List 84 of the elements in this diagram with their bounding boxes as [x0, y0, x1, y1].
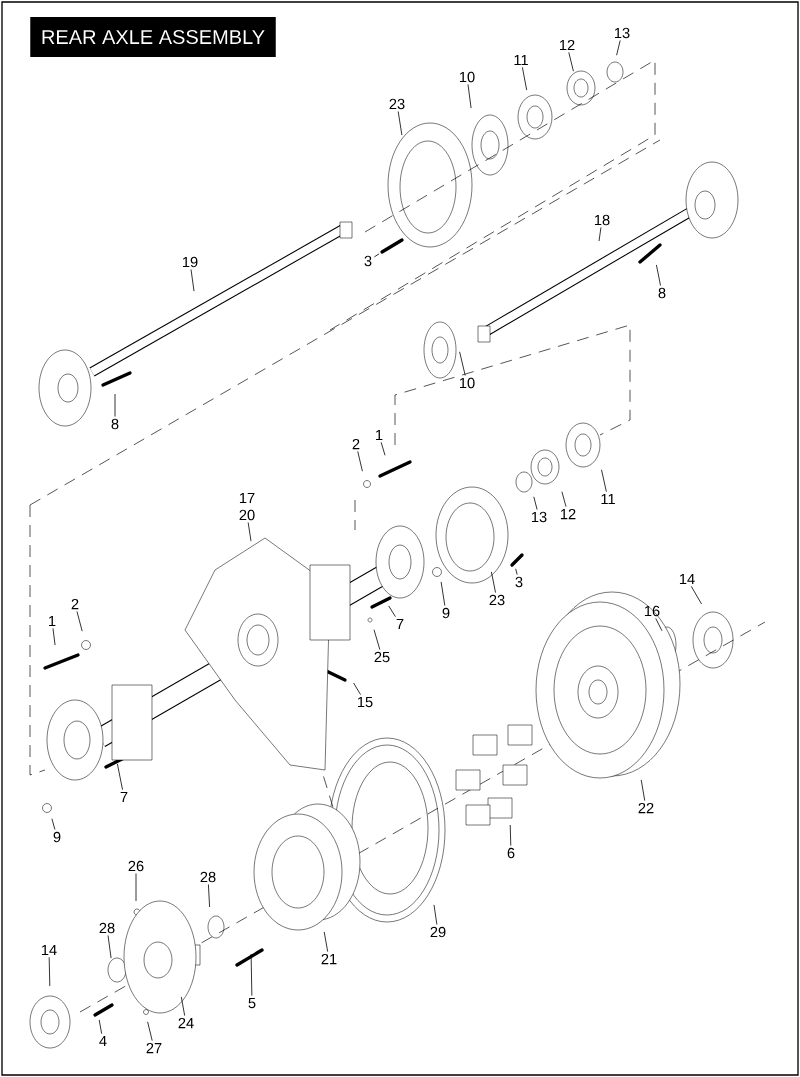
- callout-number: 13: [531, 511, 547, 523]
- leader-line: [373, 629, 381, 650]
- leader-line: [247, 522, 252, 542]
- leader-line: [353, 682, 361, 695]
- callout-number: 12: [560, 508, 576, 520]
- callout-number: 7: [120, 791, 128, 803]
- leader-line: [533, 496, 538, 510]
- callout-number: 2: [352, 438, 360, 450]
- callout-number: 11: [601, 493, 615, 505]
- callout-number: 27: [146, 1042, 162, 1054]
- callout-number: 5: [248, 997, 256, 1009]
- callout-number: 1: [376, 429, 383, 441]
- leader-line: [433, 904, 438, 925]
- leader-line: [250, 953, 253, 997]
- leader-line: [601, 469, 607, 493]
- leader-line: [107, 935, 112, 959]
- leader-line: [135, 873, 137, 902]
- callout-number: 8: [111, 418, 119, 430]
- leader-line: [98, 1019, 103, 1035]
- callout-number: 11: [514, 54, 528, 66]
- callout-number: 6: [507, 847, 515, 859]
- leader-line: [655, 618, 663, 632]
- leader-line: [48, 956, 51, 987]
- callout-number: 10: [459, 71, 475, 83]
- leader-line: [323, 931, 329, 952]
- leader-line: [388, 605, 396, 618]
- leader-line: [522, 66, 528, 91]
- callout-number: 14: [679, 573, 695, 585]
- leader-line: [616, 40, 621, 56]
- callout-number: 9: [53, 831, 61, 843]
- callout-number: 20: [239, 509, 255, 521]
- leader-line: [373, 253, 380, 258]
- leader-line: [515, 568, 518, 575]
- callout-number: 9: [442, 607, 450, 619]
- callout-number: 28: [200, 871, 216, 883]
- callout-number: 12: [559, 39, 575, 51]
- callout-number: 7: [396, 618, 404, 630]
- leader-line: [397, 111, 403, 136]
- callout-number: 3: [364, 255, 372, 267]
- leader-line: [656, 264, 661, 286]
- callout-number: 26: [128, 860, 144, 872]
- leader-line: [380, 441, 386, 456]
- callout-number: 16: [644, 605, 660, 617]
- callout-number: 10: [459, 377, 475, 389]
- callout-number: 13: [614, 27, 630, 39]
- leader-line: [440, 581, 446, 606]
- callout-number: 3: [515, 576, 523, 588]
- leader-line: [190, 269, 195, 292]
- leader-line: [568, 52, 574, 72]
- leader-line: [459, 351, 466, 376]
- callout-number: 24: [178, 1017, 194, 1029]
- leader-line: [51, 818, 56, 830]
- leader-line: [117, 763, 123, 791]
- callout-number: 23: [489, 594, 505, 606]
- leader-line: [180, 996, 186, 1016]
- callout-number: 14: [41, 945, 57, 956]
- callout-number: 1: [49, 615, 56, 627]
- leader-line: [640, 779, 646, 801]
- callout-number: 23: [389, 98, 405, 110]
- callout-number: 22: [638, 802, 654, 814]
- leader-line: [509, 824, 512, 846]
- leader-line: [208, 884, 210, 908]
- leader-line: [561, 491, 567, 507]
- callout-number: 28: [99, 922, 115, 934]
- leader-line: [76, 611, 83, 632]
- callout-number: 25: [374, 651, 390, 663]
- leader-line: [147, 1021, 153, 1041]
- leader-line: [598, 227, 602, 242]
- title-banner: REAR AXLE ASSEMBLY: [30, 17, 276, 57]
- callout-number: 8: [658, 287, 666, 299]
- callout-number: 15: [357, 696, 373, 708]
- leader-line: [690, 585, 702, 605]
- leader-line: [52, 627, 56, 646]
- leader-line: [357, 451, 363, 472]
- callout-number: 19: [182, 256, 198, 268]
- leader-line: [467, 84, 472, 109]
- callout-number: 2: [71, 598, 79, 610]
- leader-line: [491, 571, 496, 593]
- leader-line: [114, 393, 116, 417]
- callout-number: 4: [99, 1036, 107, 1047]
- callout-number: 29: [430, 926, 446, 938]
- callout-number: 17: [239, 492, 255, 504]
- callout-number: 18: [594, 214, 610, 226]
- callout-number: 21: [321, 953, 337, 965]
